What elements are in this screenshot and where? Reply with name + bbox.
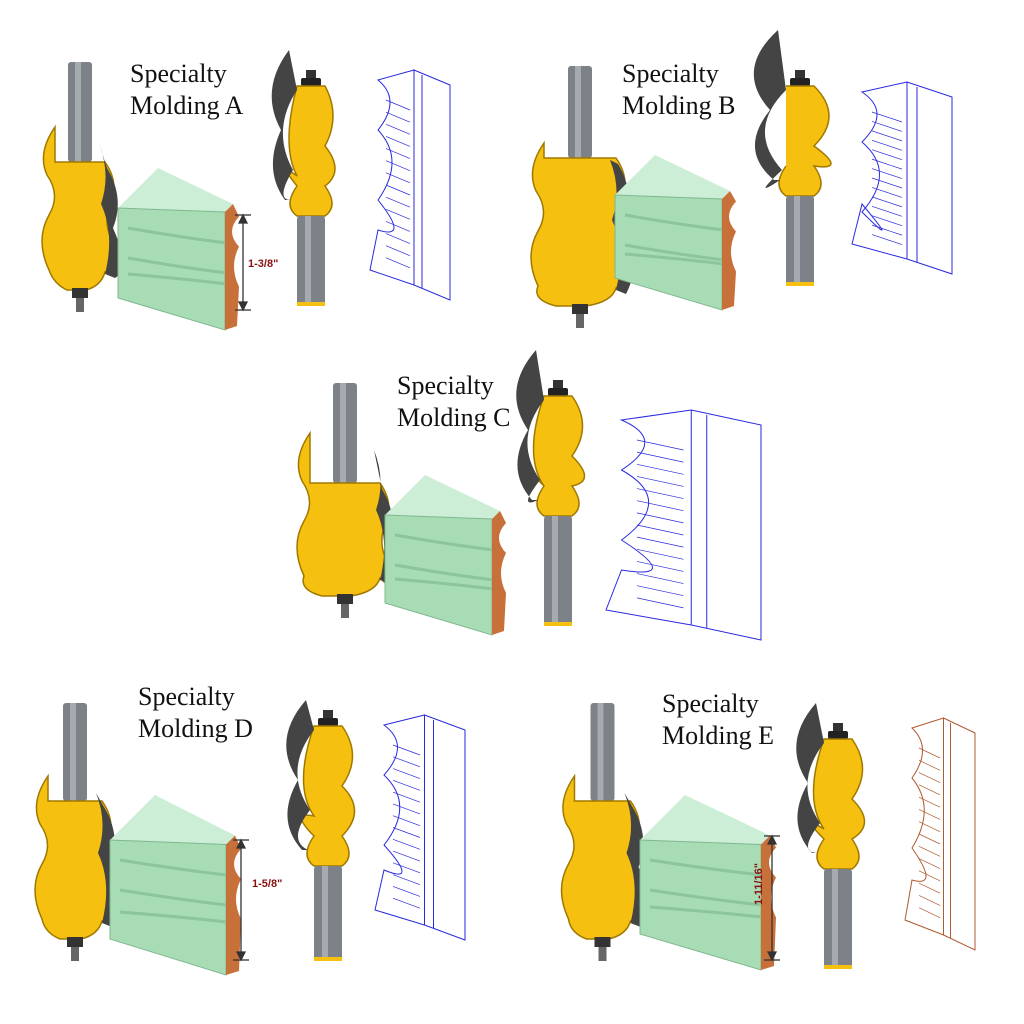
molding-wireframe-drawing xyxy=(904,717,976,951)
router-bit-shank-up xyxy=(560,703,649,961)
router-bit-shank-down xyxy=(753,30,832,286)
router-bit-shank-down xyxy=(271,50,336,306)
molding-profile-block xyxy=(614,155,736,311)
router-bit-shank-down xyxy=(286,700,356,961)
dimension-arrow xyxy=(764,834,780,962)
molding-e-dimension: 1-11/16" xyxy=(753,863,765,905)
molding-wireframe-drawing xyxy=(605,409,762,641)
title-line: Molding C xyxy=(397,403,511,432)
router-bit-shank-up xyxy=(41,62,123,312)
molding-wireframe-drawing xyxy=(374,714,466,941)
molding-wireframe-drawing xyxy=(851,81,953,275)
molding-profile-block xyxy=(639,795,776,971)
title-line: Specialty xyxy=(138,682,235,711)
molding-a-dimension: 1-3/8" xyxy=(248,258,279,270)
molding-wireframe-drawing xyxy=(369,69,451,301)
router-bit-shank-down xyxy=(516,350,586,626)
title-line: Specialty xyxy=(130,59,227,88)
dimension-arrow xyxy=(235,213,251,312)
molding-profile-block xyxy=(117,168,239,331)
router-bit-shank-up xyxy=(530,66,634,328)
title-line: Molding D xyxy=(138,714,253,743)
molding-profile-block xyxy=(384,475,506,636)
title-line: Molding A xyxy=(130,91,244,120)
router-bit-shank-down xyxy=(796,703,866,969)
dimension-arrow xyxy=(233,838,249,962)
title-line: Specialty xyxy=(397,371,494,400)
molding-d-dimension: 1-5/8" xyxy=(252,878,283,890)
title-line: Specialty xyxy=(662,689,759,718)
title-line: Specialty xyxy=(622,59,719,88)
title-line: Molding E xyxy=(662,721,774,750)
router-bit-shank-up xyxy=(34,703,120,961)
router-bit-shank-up xyxy=(296,383,398,618)
molding-profile-block xyxy=(109,795,241,976)
title-line: Molding B xyxy=(622,91,736,120)
